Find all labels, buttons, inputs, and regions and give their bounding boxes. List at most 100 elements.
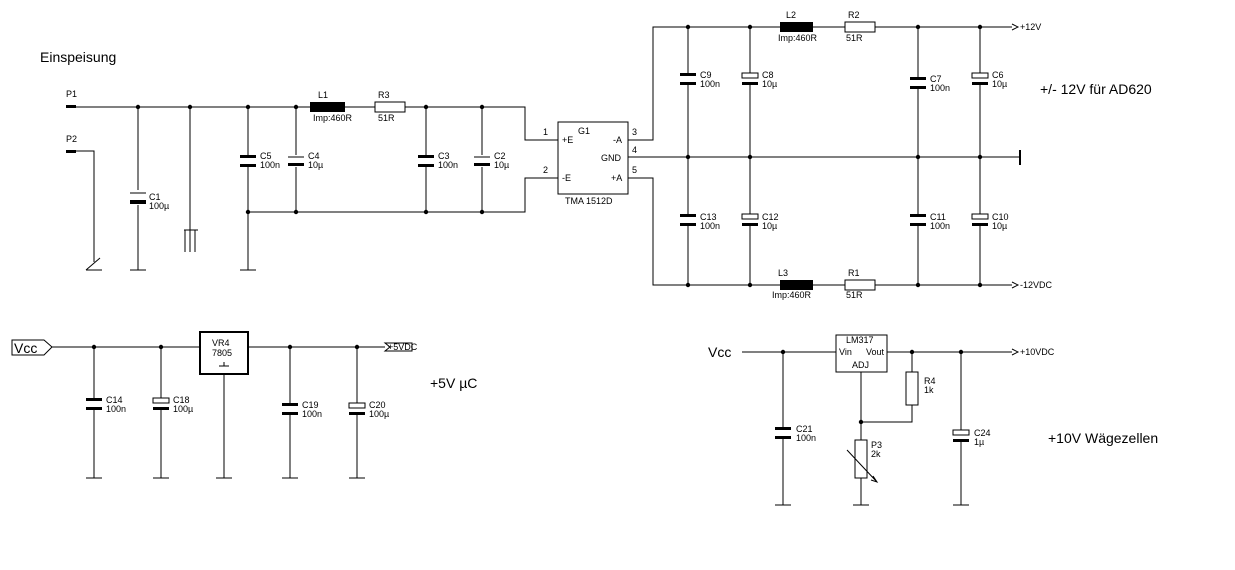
c20-symbol bbox=[349, 412, 365, 415]
r2-ref: R2 bbox=[848, 10, 860, 20]
g1-converter: G1 +E -E -A GND +A TMA 1512D 1 2 3 4 5 bbox=[543, 121, 637, 206]
c9-ref: C9 bbox=[700, 70, 712, 80]
c19-val: 100n bbox=[302, 409, 322, 419]
c7-ref: C7 bbox=[930, 74, 942, 84]
c12-symbol bbox=[742, 223, 758, 226]
g1-body bbox=[557, 121, 629, 195]
g1-pin5: 5 bbox=[632, 165, 637, 175]
c12-ref: C12 bbox=[762, 212, 779, 222]
c14-symbol bbox=[86, 407, 102, 410]
c20-ref: C20 bbox=[369, 400, 386, 410]
c8-ref: C8 bbox=[762, 70, 774, 80]
c7-symbol bbox=[910, 86, 926, 89]
c18-symbol bbox=[153, 407, 169, 410]
g1-pin-minusA: -A bbox=[613, 135, 622, 145]
c11-symbol bbox=[910, 223, 926, 226]
minus12-arrow bbox=[1011, 281, 1020, 289]
r4-symbol bbox=[905, 371, 919, 406]
plus12-rail bbox=[628, 26, 1012, 141]
earth-icon bbox=[184, 229, 198, 252]
c5-val: 100n bbox=[260, 160, 280, 170]
l3-ref: L3 bbox=[778, 268, 788, 278]
lm317-vout: Vout bbox=[866, 347, 885, 357]
g1-pin-gnd: GND bbox=[601, 153, 622, 163]
c14-ref: C14 bbox=[106, 395, 123, 405]
c2-symbol bbox=[474, 163, 490, 166]
r4-ref: R4 bbox=[924, 376, 936, 386]
l2-ref: L2 bbox=[786, 10, 796, 20]
g1-pin1: 1 bbox=[543, 127, 548, 137]
g1-pin2: 2 bbox=[543, 165, 548, 175]
r1-symbol bbox=[844, 279, 876, 291]
regulator-5v-section: Vcc +5VDC VR4 7805 C14 100n C18 100µ C19… bbox=[11, 331, 418, 479]
c13-val: 100n bbox=[700, 221, 720, 231]
r3-symbol bbox=[374, 101, 406, 113]
c5-ref: C5 bbox=[260, 151, 272, 161]
adj-to-r4 bbox=[861, 405, 913, 423]
c4-ref: C4 bbox=[308, 151, 320, 161]
input-section: P1 P2 C1 100µ C5 100n C4 10µ bbox=[66, 89, 558, 271]
net-minus12: -12VDC bbox=[1020, 280, 1053, 290]
plus10-arrow bbox=[1011, 348, 1020, 356]
c10-val: 10µ bbox=[992, 221, 1007, 231]
l1-ref: L1 bbox=[318, 90, 328, 100]
title-10v: +10V Wägezellen bbox=[1048, 430, 1158, 446]
c21-ref: C21 bbox=[796, 424, 813, 434]
l1-symbol bbox=[310, 102, 345, 112]
r2-val: 51R bbox=[846, 33, 863, 43]
c3-val: 100n bbox=[438, 160, 458, 170]
c8-symbol bbox=[742, 82, 758, 85]
c20-val: 100µ bbox=[369, 409, 389, 419]
p3-symbol bbox=[854, 439, 868, 479]
l2-symbol bbox=[780, 22, 813, 32]
c1-ref: C1 bbox=[149, 192, 161, 202]
l3-symbol bbox=[780, 280, 813, 290]
c9-symbol bbox=[680, 82, 696, 85]
c13-ref: C13 bbox=[700, 212, 717, 222]
p3-trim-arrow bbox=[846, 449, 879, 483]
c6-symbol bbox=[972, 82, 988, 85]
vr4-gnd bbox=[219, 362, 229, 478]
r3-val: 51R bbox=[378, 113, 395, 123]
c19-symbol bbox=[282, 412, 298, 415]
l3-val: Imp:460R bbox=[772, 290, 812, 300]
c19-ref: C19 bbox=[302, 400, 319, 410]
g1-pin-plusE: +E bbox=[562, 135, 573, 145]
input-bottom-rail bbox=[248, 177, 558, 213]
dual-supply-section: +12V -12VDC L2 Imp:460R R2 51R L3 Imp:46… bbox=[628, 10, 1053, 300]
minus12-rail bbox=[628, 177, 1012, 286]
c8-val: 10µ bbox=[762, 79, 777, 89]
port-p2-marker bbox=[66, 150, 76, 153]
c18-val: 100µ bbox=[173, 404, 193, 414]
c3-ref: C3 bbox=[438, 151, 450, 161]
lm317-part: LM317 bbox=[846, 335, 874, 345]
vcc-port bbox=[11, 339, 53, 356]
net-plus12: +12V bbox=[1020, 22, 1041, 32]
p3-val: 2k bbox=[871, 449, 881, 459]
c10-ref: C10 bbox=[992, 212, 1009, 222]
net-5v-tag bbox=[383, 342, 413, 352]
c2-ref: C2 bbox=[494, 151, 506, 161]
lm317-adj: ADJ bbox=[852, 360, 869, 370]
net-5v: +5VDC bbox=[388, 342, 418, 352]
c4-symbol bbox=[288, 163, 304, 166]
title-5v: +5V µC bbox=[430, 375, 477, 391]
l1-val: Imp:460R bbox=[313, 113, 353, 123]
vcc-label: Vcc bbox=[14, 340, 37, 356]
r1-ref: R1 bbox=[848, 268, 860, 278]
net-plus10: +10VDC bbox=[1020, 347, 1055, 357]
title-dual-supply: +/- 12V für AD620 bbox=[1040, 81, 1152, 97]
input-top-rail bbox=[76, 106, 558, 141]
g1-ref: G1 bbox=[578, 126, 590, 136]
c14-val: 100n bbox=[106, 404, 126, 414]
g1-pin-minusE: -E bbox=[562, 173, 571, 183]
r1-val: 51R bbox=[846, 290, 863, 300]
g1-pin3: 3 bbox=[632, 127, 637, 137]
c1-val: 100µ bbox=[149, 201, 169, 211]
vr4-ref: VR4 bbox=[212, 338, 230, 348]
c24-symbol bbox=[953, 439, 969, 442]
c5-symbol bbox=[240, 164, 256, 167]
c1-symbol bbox=[130, 200, 146, 204]
port-p2-label: P2 bbox=[66, 134, 77, 144]
